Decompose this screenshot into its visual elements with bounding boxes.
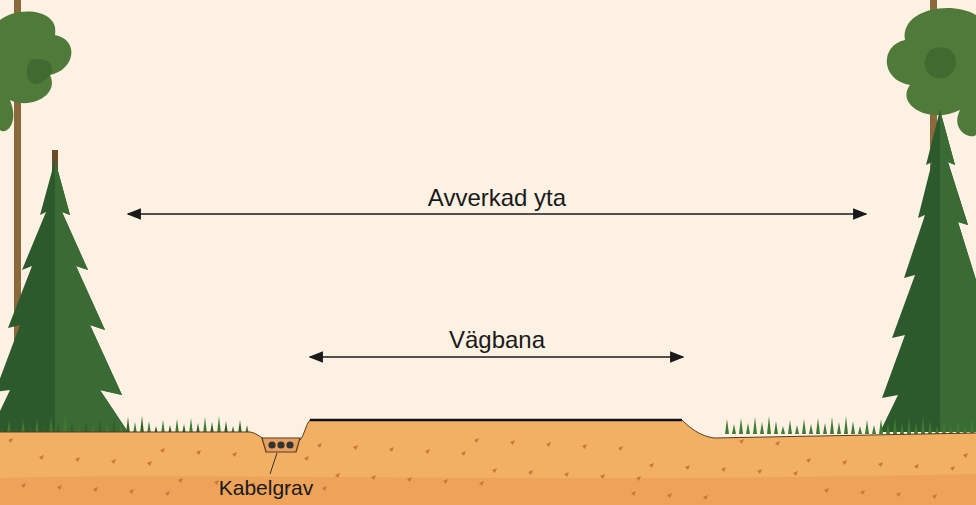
left-trees xyxy=(0,0,128,432)
dimension-label: Vägbana xyxy=(449,326,545,354)
ground-lower-layer xyxy=(0,474,976,505)
road-surface xyxy=(310,419,682,422)
dimension-arrow xyxy=(128,213,866,215)
gravel xyxy=(8,438,968,500)
leader-line xyxy=(270,453,277,474)
cable-trench xyxy=(262,438,300,474)
right-trees xyxy=(880,0,976,432)
part-label: Kabelgrav xyxy=(219,476,314,500)
ground xyxy=(0,420,976,505)
dimension-arrow xyxy=(310,356,683,358)
dimension-label: Avverkad yta xyxy=(428,184,566,212)
ground-line xyxy=(0,420,976,442)
